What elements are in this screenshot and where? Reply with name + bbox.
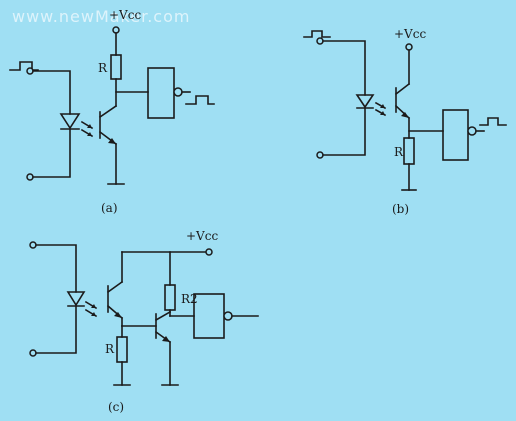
circuit-c-inverter-gate [193,293,225,339]
circuit-c-vcc-terminal [205,248,213,256]
circuit-b-terminal-bottom [316,151,324,159]
circuit-a-resistor-label: R [98,61,108,75]
circuit-c-resistor-2 [164,284,176,311]
circuit-a-vcc-terminal [112,26,120,34]
circuit-a-input-pulse [9,61,39,71]
circuit-c-terminal-top [29,241,37,249]
circuit-b-vcc-terminal [405,43,413,51]
circuit-b-led-diode [355,94,375,109]
circuit-b-caption: (b) [392,202,409,216]
circuit-b-inverter-gate [442,109,469,161]
circuit-a-caption: (a) [101,201,118,215]
circuit-a-inverter-gate [147,67,175,119]
circuit-b-output-pulse [479,117,507,126]
circuit-b-resistor [403,137,415,165]
circuit-a-terminal-top [26,67,34,75]
circuit-a-led-wire-bottom [32,129,71,178]
circuit-a-vcc-label: +Vcc [109,8,141,22]
circuit-c-phototransistor [106,280,124,320]
circuit-c: +Vcc R R2 (c) [29,229,259,414]
circuit-b-terminal-top [316,37,324,45]
circuit-a-terminal-bottom [26,173,34,181]
circuit-c-led-diode [66,291,86,307]
circuit-b-resistor-label: R [394,145,404,159]
circuit-c-inverter-bubble [223,311,233,321]
circuit-c-caption: (c) [108,400,124,414]
circuit-a-led-wire-top [32,70,71,115]
watermark-text: www.newMaker.com [12,7,190,26]
circuit-a-phototransistor [98,104,118,146]
circuit-a-inverter-bubble [173,87,183,97]
circuit-c-light-arrows [84,300,98,318]
circuit-b: +Vcc R (b) [303,27,507,216]
circuit-b-phototransistor [394,82,411,120]
circuit-a-led-diode [59,113,81,130]
circuit-a-light-arrows [80,120,94,138]
circuit-a-output-pulse [185,95,215,105]
circuit-c-resistor-1 [116,336,128,363]
circuit-c-transistor-2 [154,310,172,344]
circuit-c-vcc-label: +Vcc [186,229,218,243]
circuit-b-input-pulse [303,30,331,38]
circuit-a-resistor [110,54,122,80]
circuit-b-inverter-bubble [467,126,477,136]
circuit-b-light-arrows [374,101,387,117]
circuit-b-vcc-label: +Vcc [394,27,426,41]
circuit-c-terminal-bottom [29,349,37,357]
circuit-c-resistor-1-label: R [105,342,115,356]
circuit-a: +Vcc R (a) [9,8,215,215]
